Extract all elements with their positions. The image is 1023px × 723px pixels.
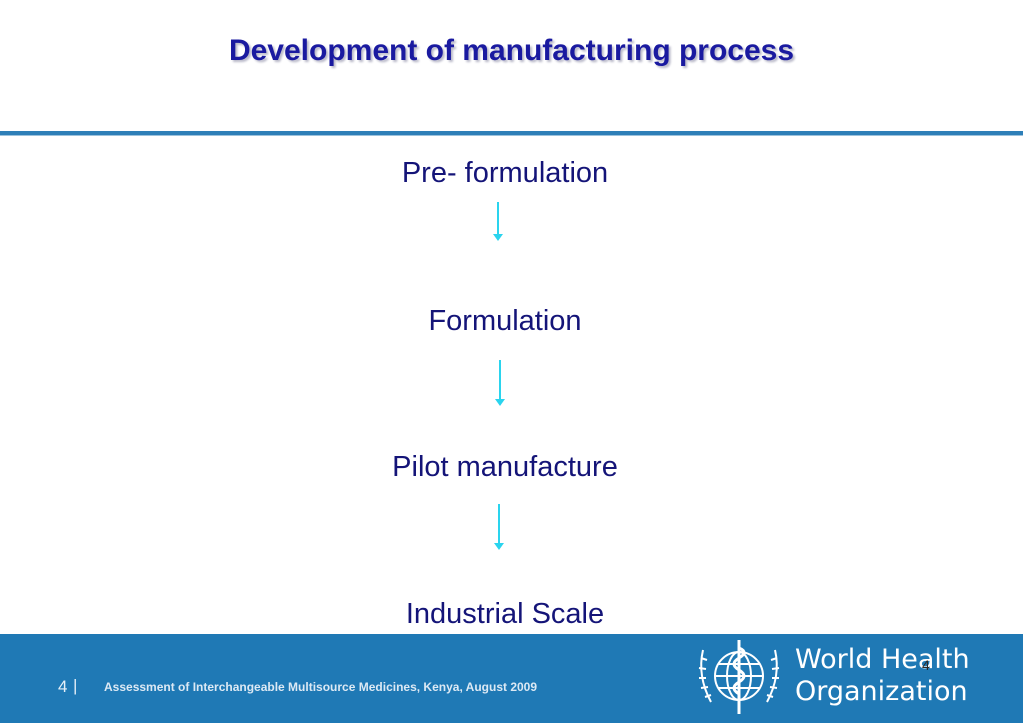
who-emblem-icon <box>698 640 780 714</box>
step-formulation: Formulation <box>428 305 582 337</box>
title-divider <box>0 131 1023 136</box>
page-separator: | <box>73 676 78 695</box>
page-number: 4 <box>58 677 68 696</box>
logo-line-2: Organization <box>795 676 968 707</box>
logo-line-1: World Health <box>795 644 970 675</box>
slide-number-overlay: 4 <box>922 657 930 673</box>
who-logo-text: World Health Organization <box>795 644 970 708</box>
footer-bar <box>0 634 1023 723</box>
footer-caption: Assessment of Interchangeable Multisourc… <box>104 680 538 694</box>
step-pilot-manufacture: Pilot manufacture <box>392 451 618 483</box>
arrow-down-icon <box>493 202 503 241</box>
arrow-down-icon <box>495 360 505 406</box>
page-title: Development of manufacturing process <box>228 34 795 67</box>
step-pre-formulation: Pre- formulation <box>401 157 609 189</box>
step-industrial-scale: Industrial Scale <box>405 598 605 630</box>
arrow-down-icon <box>494 504 504 550</box>
